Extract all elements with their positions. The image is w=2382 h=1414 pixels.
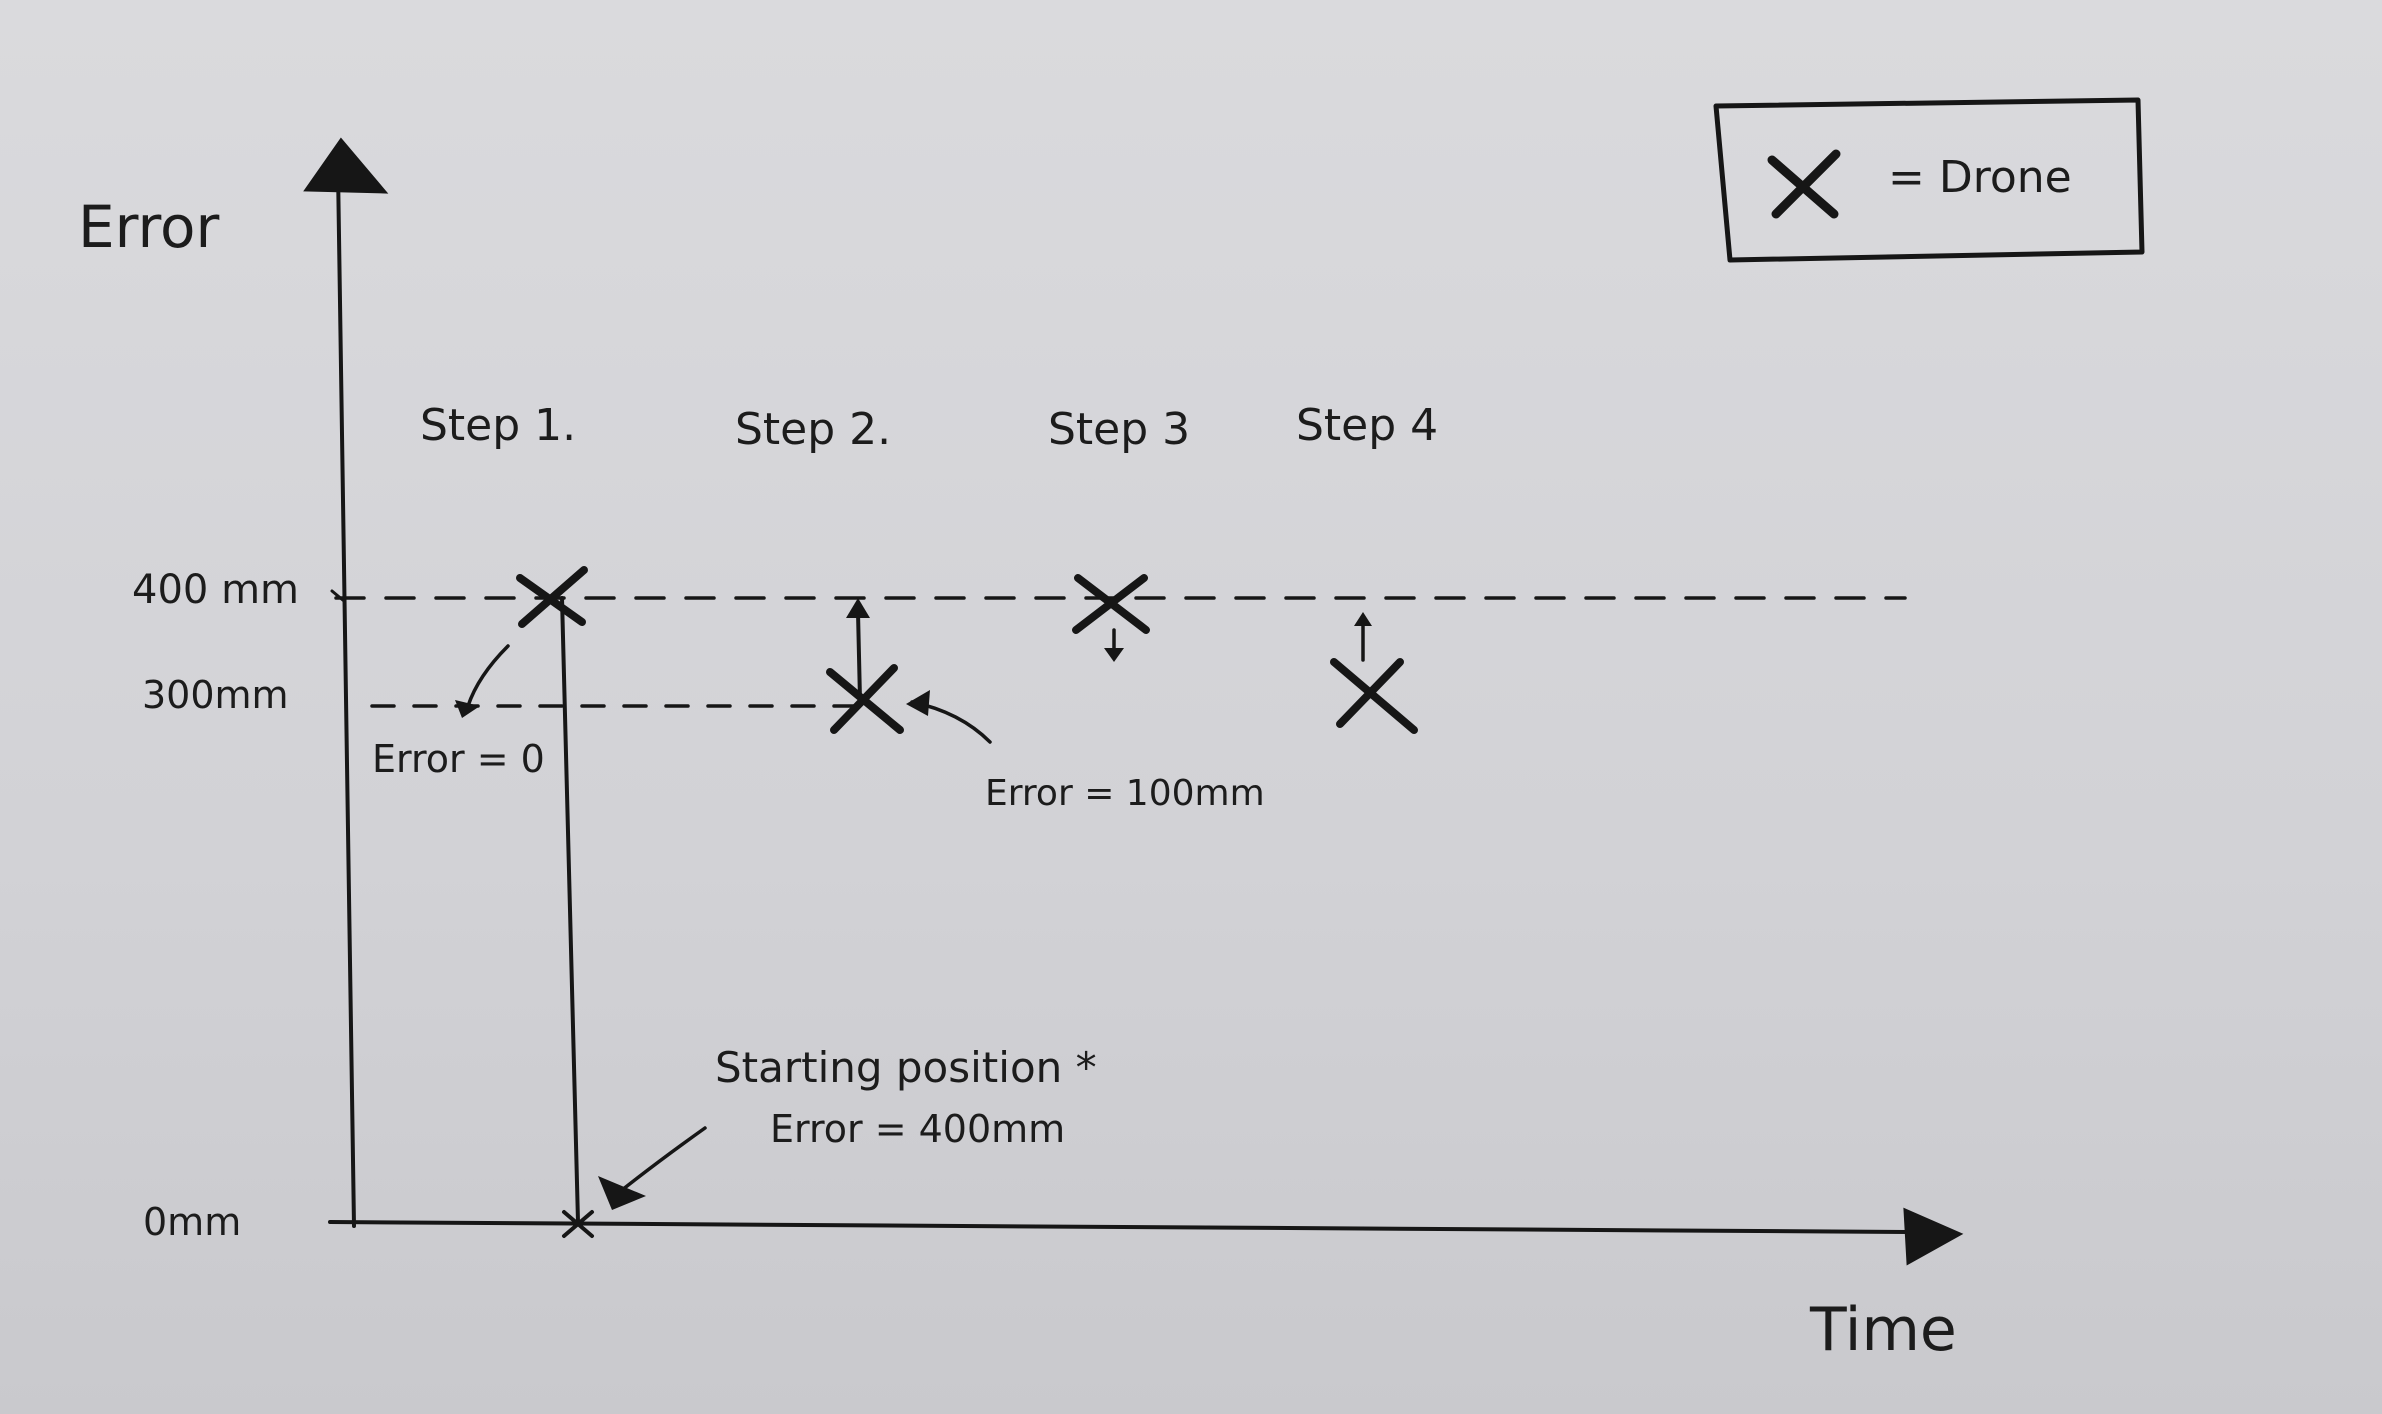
- step-1-drone-icon: [516, 566, 588, 628]
- step-2-label: Step 2.: [735, 404, 891, 455]
- step-1-error-label: Error = 0: [372, 737, 545, 781]
- y-tick-label-400: 400 mm: [132, 567, 299, 613]
- y-axis-arrow-icon: [303, 137, 389, 194]
- legend-drone-icon: [1767, 149, 1841, 219]
- step-2-drone-icon: [826, 664, 904, 734]
- y-tick-label-0: 0mm: [143, 1200, 241, 1244]
- step-4-up-arrow-icon: [1354, 612, 1372, 626]
- legend-label: = Drone: [1888, 152, 2072, 203]
- step-4-drone-icon: [1330, 658, 1418, 734]
- step-4-label: Step 4: [1296, 400, 1438, 451]
- start-arrow: [620, 1126, 707, 1192]
- y-tick-label-300: 300mm: [142, 673, 289, 717]
- axes: [303, 137, 1964, 1266]
- start-position-label: Starting position *: [715, 1043, 1097, 1092]
- step-1-label: Step 1.: [420, 400, 576, 451]
- step-1-arrow: [466, 644, 510, 708]
- step-2-up-arrow-icon: [846, 598, 870, 618]
- step-3-label: Step 3: [1048, 404, 1190, 455]
- start-arrowhead-icon: [598, 1176, 646, 1210]
- step-1-arrowhead-icon: [455, 700, 480, 718]
- y-axis-line: [336, 168, 356, 1228]
- legend: = Drone: [1713, 97, 2145, 263]
- start-error-label: Error = 400mm: [770, 1107, 1065, 1151]
- step-3-down-arrow-icon: [1104, 648, 1124, 662]
- step-1-rise-line: [560, 596, 580, 1224]
- legend-box: [1713, 97, 2145, 263]
- step-3-drone-icon: [1072, 574, 1150, 634]
- x-axis-line: [328, 1220, 1917, 1234]
- x-axis-arrow-icon: [1903, 1207, 1964, 1266]
- start-drone-icon: [562, 1210, 594, 1238]
- step-2-arrowhead-icon: [906, 690, 930, 716]
- x-axis-label: Time: [1809, 1295, 1957, 1365]
- step-2-error-label: Error = 100mm: [985, 773, 1265, 814]
- step-2-up-line: [856, 610, 862, 702]
- y-axis-label: Error: [78, 193, 220, 261]
